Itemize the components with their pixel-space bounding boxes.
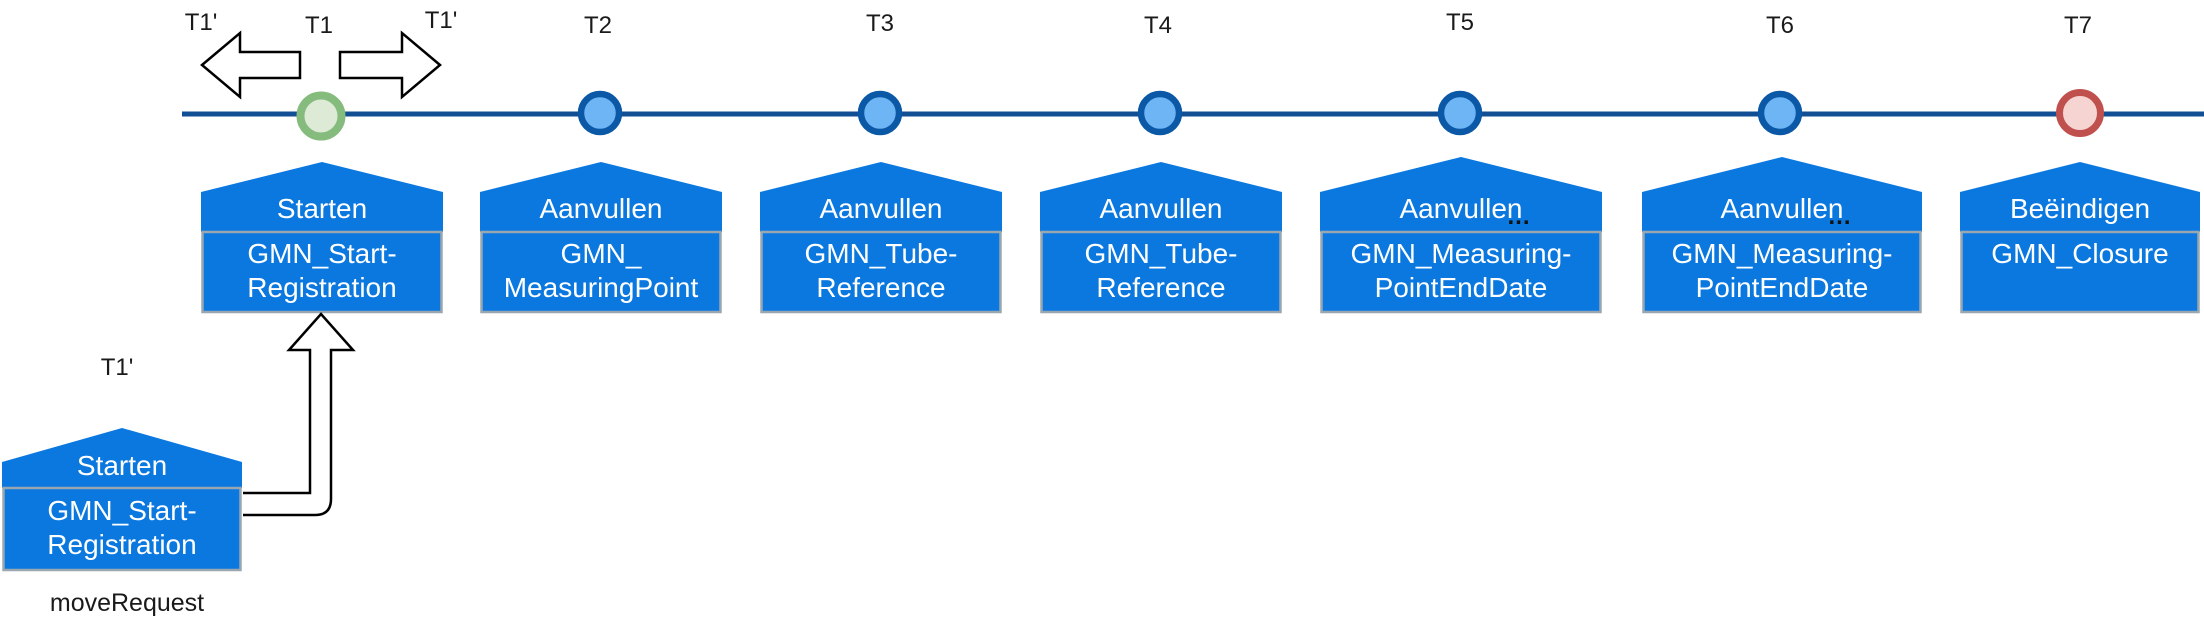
house-ellipsis-t5: ...	[1507, 203, 1530, 230]
tick-label-t3: T3	[866, 10, 894, 37]
house-body-line2-t4: Reference	[1096, 272, 1225, 303]
house-roof-label-t4: Aanvullen	[1100, 193, 1223, 224]
house-body-line2-t3: Reference	[816, 272, 945, 303]
house-body-line1-t7: GMN_Closure	[1991, 238, 2168, 269]
timeline-node-t4: T4 Aanvullen GMN_Tube- Reference	[1040, 12, 1282, 314]
timeline-dot-t4	[1137, 90, 1183, 136]
tick-label-t1: T1	[305, 12, 333, 39]
house-body-line1-t3: GMN_Tube-	[804, 238, 957, 269]
house-body-t2	[480, 230, 722, 314]
timeline-dot-t5	[1437, 90, 1483, 136]
house-roof-t6	[1642, 157, 1922, 232]
timeline-node-t3: T3 Aanvullen GMN_Tube- Reference	[760, 10, 1002, 314]
house-body-line2-t5: PointEndDate	[1375, 272, 1548, 303]
tick-label-t6: T6	[1766, 12, 1794, 39]
house-body-t5	[1320, 230, 1602, 314]
house-body-t4	[1040, 230, 1282, 314]
detached-move-request-house: T1' Starten GMN_Start- Registration move…	[2, 354, 242, 617]
house-body-line1-t4: GMN_Tube-	[1084, 238, 1237, 269]
house-body-line1-t1: GMN_Start-	[247, 238, 396, 269]
timeline-dot-t6	[1757, 90, 1803, 136]
house-body-line1-t6: GMN_Measuring-	[1672, 238, 1893, 269]
house-body-t3	[760, 230, 1002, 314]
timeline-node-t7: T7 Beëindigen GMN_Closure	[1960, 12, 2200, 314]
tick-label-t4: T4	[1144, 12, 1172, 39]
house-roof-t1	[201, 162, 443, 232]
timeline-node-t1: Starten GMN_Start- Registration	[201, 91, 443, 314]
house-body-line2-detached: Registration	[47, 529, 196, 560]
timeline-node-t2: T2 Aanvullen GMN_ MeasuringPoint	[480, 12, 722, 314]
house-body-line2-t1: Registration	[247, 272, 396, 303]
house-body-t1	[201, 230, 443, 314]
timeline-dot-t2	[577, 90, 623, 136]
house-body-line1-t5: GMN_Measuring-	[1351, 238, 1572, 269]
house-roof-label-t6: Aanvullen	[1721, 193, 1844, 224]
move-request-arrow-icon	[243, 312, 356, 517]
shift-right-arrow-icon	[338, 30, 442, 100]
timeline-dot-t1-start	[296, 91, 346, 141]
house-roof-t7	[1960, 162, 2200, 232]
house-body-line2-t6: PointEndDate	[1696, 272, 1869, 303]
tick-label-t1-prime-right: T1'	[425, 7, 458, 34]
house-roof-t3	[760, 162, 1002, 232]
house-roof-label-detached: Starten	[77, 450, 167, 481]
timeline-node-t5: T5 Aanvullen ... GMN_Measuring- PointEnd…	[1320, 9, 1602, 314]
house-roof-label-t7: Beëindigen	[2010, 193, 2150, 224]
house-body-t7	[1960, 230, 2200, 314]
house-body-line1-detached: GMN_Start-	[47, 495, 196, 526]
detached-label-t1-prime: T1'	[101, 354, 134, 381]
timeline-dot-t7-end	[2056, 89, 2104, 137]
house-roof-detached	[2, 428, 242, 488]
house-roof-label-t3: Aanvullen	[820, 193, 943, 224]
house-ellipsis-t6: ...	[1828, 203, 1851, 230]
house-roof-label-t1: Starten	[277, 193, 367, 224]
timeline-dot-t3	[857, 90, 903, 136]
tick-label-t5: T5	[1446, 9, 1474, 36]
house-body-line2-t2: MeasuringPoint	[504, 272, 699, 303]
house-body-t6	[1642, 230, 1922, 314]
tick-label-t1-prime-left: T1'	[185, 9, 218, 36]
move-request-caption: moveRequest	[50, 589, 204, 617]
house-roof-label-t5: Aanvullen	[1400, 193, 1523, 224]
house-roof-t2	[480, 162, 722, 232]
tick-label-t7: T7	[2064, 12, 2092, 39]
house-roof-t5	[1320, 157, 1602, 232]
house-body-line1-t2: GMN_	[561, 238, 642, 269]
house-roof-label-t2: Aanvullen	[540, 193, 663, 224]
house-body-detached	[2, 486, 242, 572]
tick-label-t2: T2	[584, 12, 612, 39]
house-roof-t4	[1040, 162, 1282, 232]
shift-left-arrow-icon	[200, 30, 302, 100]
timeline-node-t6: T6 Aanvullen ... GMN_Measuring- PointEnd…	[1642, 12, 1922, 314]
